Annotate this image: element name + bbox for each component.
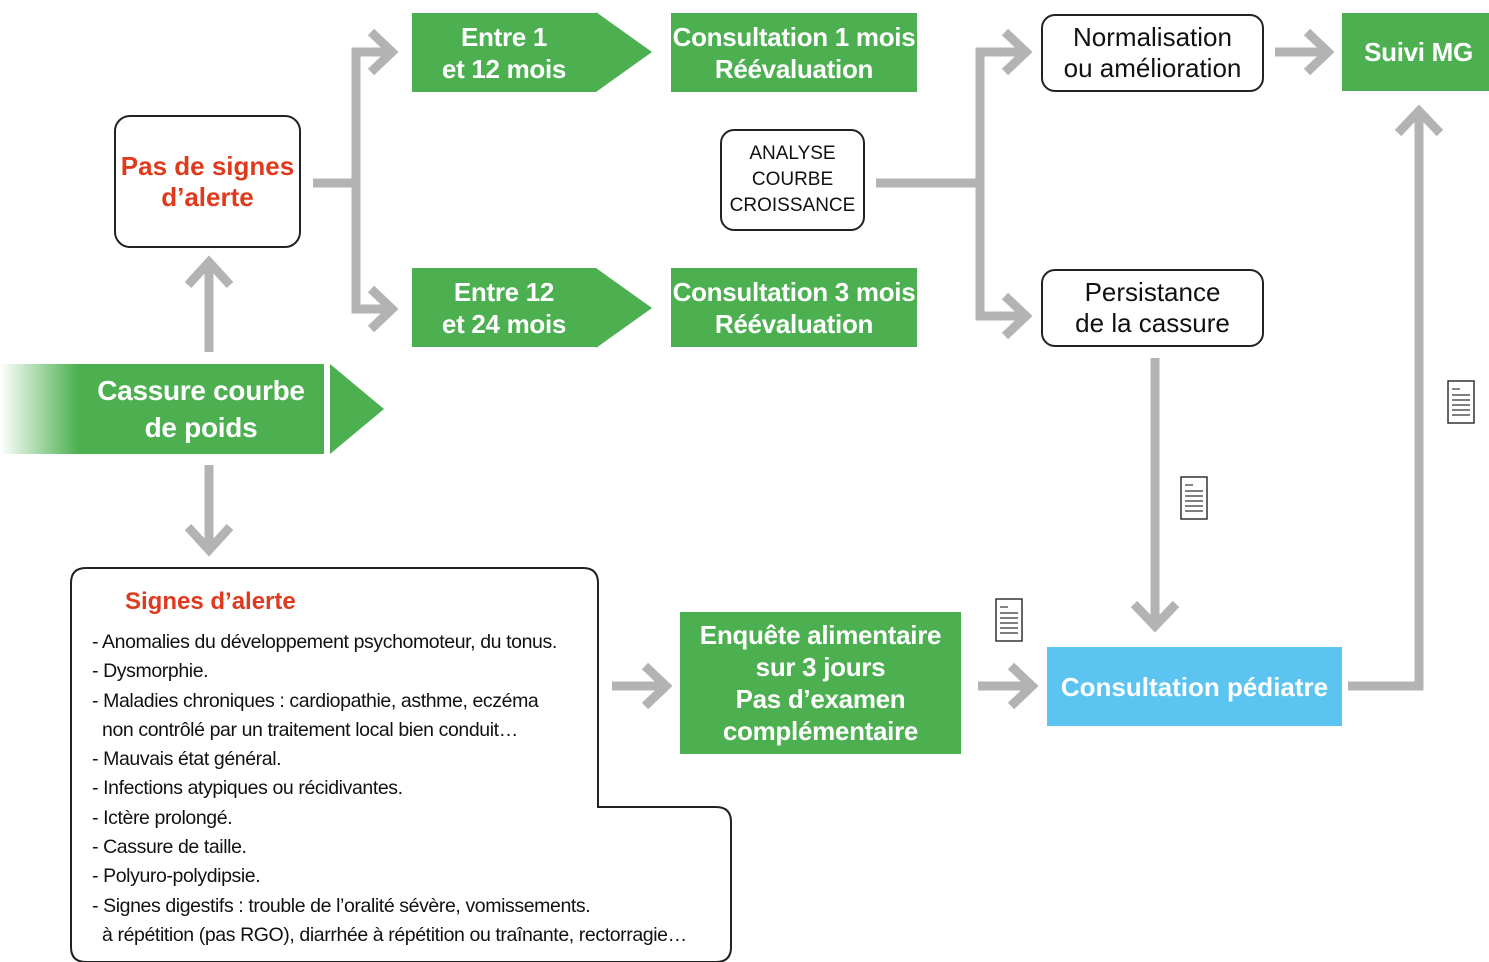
pas-signes-node: Pas de signes d’alerte [114,115,301,248]
arrowhead-up-1 [184,255,234,289]
list-item: - Dysmorphie. [92,660,209,683]
signes-box-outline [70,567,732,962]
list-item: - Mauvais état général. [92,748,282,771]
arrowhead-down-pediatre [1130,600,1180,633]
cassure-fade-strip [0,364,78,454]
consult1-node: Consultation 1 mois Réévaluation [671,13,917,92]
signes-title: Signes d’alerte [125,588,296,615]
consult3-node: Consultation 3 mois Réévaluation [671,268,917,347]
entre1-triangle [596,12,652,92]
arrowhead-right-suivi [1303,28,1335,76]
list-item: à répétition (pas RGO), diarrhée à répét… [92,923,687,946]
arrow-pediatre-to-suivi [1348,116,1424,691]
cassure-node: Cassure courbe de poids [78,364,324,454]
list-item: - Infections atypiques ou récidivantes. [92,777,403,800]
line-branch-vertical [351,47,385,314]
arrowhead-right-pediatre [1007,662,1039,710]
persistance-node: Persistance de la cassure [1041,269,1264,347]
document-icon [1447,380,1475,424]
pas-signes-label: Pas de signes d’alerte [120,150,295,212]
entre12-node: Entre 12 et 24 mois [412,268,596,347]
list-item: - Anomalies du développement psychomoteu… [92,631,557,653]
arrowhead-down-1 [184,523,234,557]
entre12-triangle [596,268,652,348]
list-item: - Signes digestifs : trouble de l’oralit… [92,894,591,917]
entre1-node: Entre 1 et 12 mois [412,13,596,92]
suivi-node: Suivi MG [1342,13,1489,91]
signes-list: - Anomalies du développement psychomoteu… [92,628,687,950]
analyse-node: ANALYSE COURBE CROISSANCE [720,129,865,231]
pediatre-node: Consultation pédiatre [1047,647,1342,726]
arrowhead-right-entre1 [367,28,399,76]
document-icon [995,598,1023,642]
list-item: non contrôlé par un traitement local bie… [92,718,518,741]
list-item: - Polyuro-polydipsie. [92,865,261,888]
list-item: - Maladies chroniques : cardiopathie, as… [92,689,539,712]
arrowhead-right-persistance [1001,292,1033,340]
arrowhead-right-normalisation [1001,28,1033,76]
document-icon [1180,476,1208,520]
arrowhead-right-enquete [641,662,673,710]
normalisation-node: Normalisation ou amélioration [1041,14,1264,92]
enquete-node: Enquête alimentaire sur 3 jours Pas d’ex… [680,612,961,754]
arrowhead-up-suivi [1394,104,1444,137]
cassure-triangle [330,364,384,454]
arrowhead-right-entre12 [367,285,399,333]
list-item: - Cassure de taille. [92,836,247,859]
list-item: - Ictère prolongé. [92,806,233,829]
line-analyse-vertical [975,47,1020,321]
